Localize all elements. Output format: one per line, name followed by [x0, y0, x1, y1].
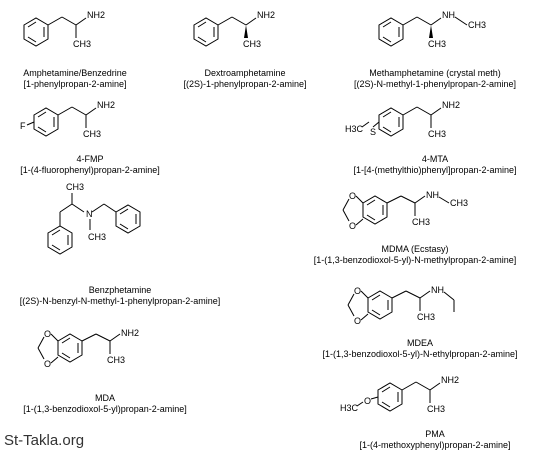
nh2-label: NH2	[121, 328, 139, 338]
nh-label: NH	[431, 285, 444, 295]
oxygen-label: O	[354, 286, 361, 296]
oxygen-label: O	[349, 221, 356, 231]
ch3-label: CH3	[412, 217, 430, 227]
nh2-label: NH2	[441, 375, 459, 385]
sulfur-label: S	[370, 127, 376, 137]
benzphetamine-caption: Benzphetamine[(2S)-N-benzyl-N-methyl-1-p…	[19, 285, 221, 306]
4-mta-caption: 4-MTA[1-[4-(methylthio)phenyl]propan-2-a…	[353, 154, 517, 175]
4-fmp-caption: 4-FMP[1-(4-fluorophenyl)propan-2-amine]	[20, 154, 160, 175]
ch3-label: CH3	[417, 312, 435, 322]
mdma-structure: O O NH CH3 CH3	[342, 190, 468, 231]
ch3-label: CH3	[83, 129, 101, 139]
mda-caption: MDA[1-(1,3-benzodioxol-5-yl)propan-2-ami…	[23, 393, 187, 414]
watermark: St-Takla.org	[4, 432, 85, 449]
methamphetamine-structure: NH CH3 CH3	[378, 10, 486, 49]
4-fmp-structure: F NH2 CH3	[20, 100, 115, 139]
oxygen-label: O	[364, 396, 371, 406]
methamphetamine-caption: Methamphetamine (crystal meth)[(2S)-N-me…	[353, 68, 517, 89]
fluorine-label: F	[20, 121, 26, 131]
benzphetamine-structure: CH3 N CH3	[47, 182, 141, 255]
dextroamphetamine-caption: Dextroamphetamine[(2S)-1-phenylpropan-2-…	[183, 68, 307, 89]
amphetamine-structure: NH2 CH3	[23, 10, 105, 49]
oxygen-label: O	[44, 359, 51, 369]
ch3-label: CH3	[88, 232, 106, 242]
ch3-label: CH3	[66, 182, 84, 192]
ch3-label: CH3	[427, 404, 445, 414]
mdea-structure: O O NH CH3	[347, 285, 455, 326]
nh2-label: NH2	[97, 100, 115, 110]
mdma-caption: MDMA (Ecstasy)[1-(1,3-benzodioxol-5-yl)-…	[313, 244, 517, 265]
nh2-label: NH2	[257, 10, 275, 20]
ch3-label: CH3	[450, 198, 468, 208]
ch3-label: CH3	[468, 20, 486, 30]
ch3-label: CH3	[107, 355, 125, 365]
amphetamine-caption: Amphetamine/Benzedrine[1-phenylpropan-2-…	[23, 68, 127, 89]
nitrogen-label: N	[86, 209, 93, 219]
nh2-label: NH2	[87, 10, 105, 20]
ch3-label: H3C	[345, 124, 364, 134]
oxygen-label: O	[349, 191, 356, 201]
pma-structure: H3C O NH2 CH3	[340, 375, 459, 414]
nh-label: NH	[442, 10, 455, 20]
oxygen-label: O	[354, 316, 361, 326]
nh-label: NH	[426, 190, 439, 200]
nh2-label: NH2	[442, 100, 460, 110]
mdea-caption: MDEA[1-(1,3-benzodioxol-5-yl)-N-ethylpro…	[322, 338, 518, 359]
ch3-label: H3C	[340, 403, 359, 413]
ch3-label: CH3	[428, 39, 446, 49]
ch3-label: CH3	[243, 39, 261, 49]
pma-caption: PMA[1-(4-methoxyphenyl)propan-2-amine]	[359, 429, 511, 450]
ch3-label: CH3	[428, 129, 446, 139]
oxygen-label: O	[44, 329, 51, 339]
4-mta-structure: H3C S NH2 CH3	[345, 100, 460, 139]
dextroamphetamine-structure: NH2 CH3	[193, 10, 275, 49]
mda-structure: O O NH2 CH3	[37, 328, 139, 369]
ch3-label: CH3	[73, 39, 91, 49]
